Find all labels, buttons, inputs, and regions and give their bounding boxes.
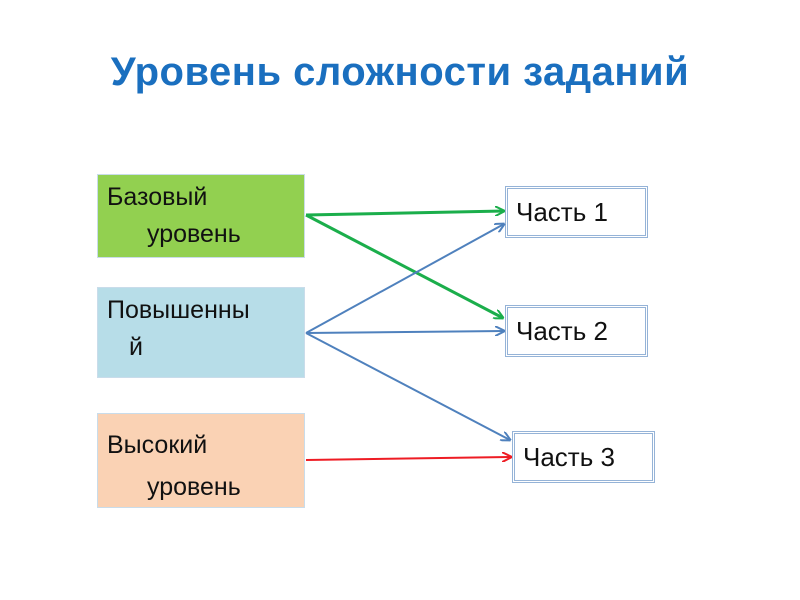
part-3-box: Часть 3 (512, 431, 655, 483)
arrow-advanced-to-part2 (305, 331, 504, 333)
level-basic-line2: уровень (147, 220, 241, 248)
level-basic-line1: Базовый (107, 183, 208, 211)
level-high-line1: Высокий (107, 431, 208, 459)
level-advanced-box: Повышенны й (97, 287, 305, 378)
arrow-high-to-part3 (305, 457, 511, 460)
level-advanced-line2: й (129, 333, 143, 361)
level-basic-box: Базовый уровень (97, 174, 305, 258)
level-high-box: Высокий уровень (97, 413, 305, 508)
arrow-advanced-to-part1 (305, 224, 504, 334)
part-1-box: Часть 1 (505, 186, 648, 238)
level-advanced-line1: Повышенны (107, 296, 250, 324)
arrow-basic-to-part1 (305, 211, 504, 217)
part-2-box: Часть 2 (505, 305, 648, 357)
level-high-line2: уровень (147, 473, 241, 501)
slide-title: Уровень сложности заданий (110, 50, 690, 94)
arrow-basic-to-part2 (305, 213, 503, 318)
arrow-advanced-to-part3 (305, 332, 510, 440)
